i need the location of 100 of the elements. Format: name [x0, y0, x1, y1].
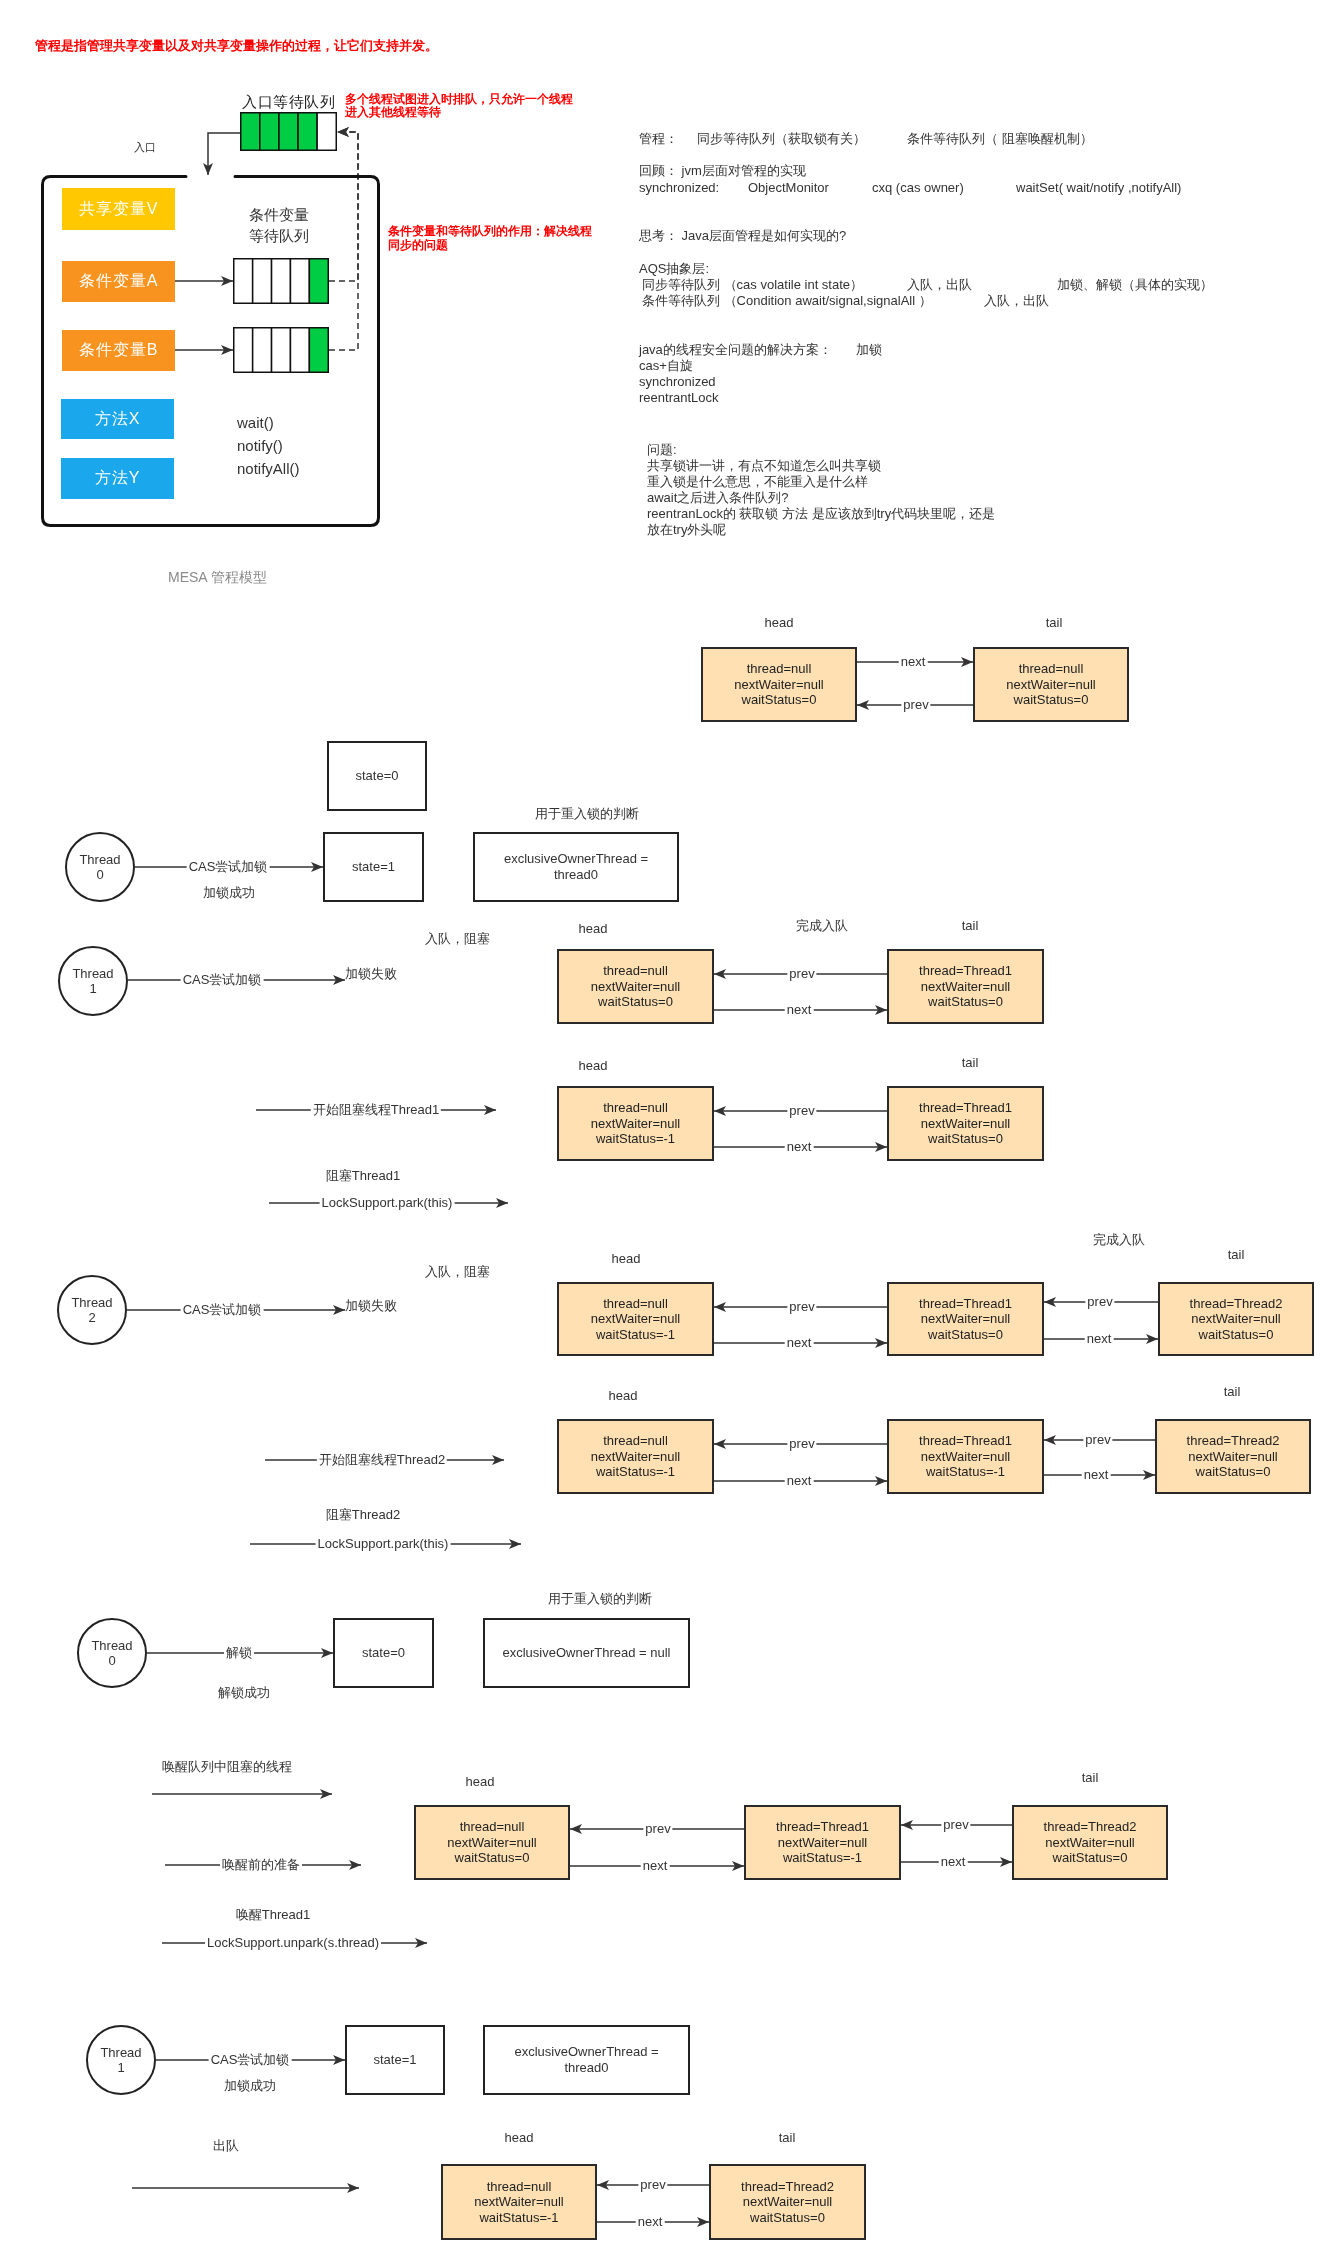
field-text: nextWaiter=null [590, 1115, 681, 1132]
pointer-label: head [504, 2130, 534, 2146]
note-text: AQS抽象层: [639, 261, 710, 277]
field-text: nextWaiter=null [742, 2194, 833, 2210]
annotation-text: 条件变量和等待队列的作用：解决线程同步的问题 [388, 225, 593, 252]
note-text: cas+自旋 [639, 358, 693, 374]
note-text: reentranLock的 获取锁 方法 是应该放到try代码块里呢，还是放在try外头呢 [647, 506, 997, 538]
step-text: 唤醒队列中阻塞的线程 [162, 1759, 292, 1775]
note-text: 问题: [647, 442, 677, 458]
step-text: 出队 [213, 2138, 239, 2154]
list-node-box [557, 949, 714, 1024]
field-text: waitStatus=0 [928, 1131, 1003, 1147]
note-text: 加锁 [856, 342, 882, 358]
field-text: waitStatus=0 [1052, 1850, 1128, 1866]
list-node-box [557, 1282, 714, 1356]
field-text: waitStatus=0 [454, 1850, 530, 1866]
owner-box: exclusiveOwnerThread = thread0 [473, 832, 679, 902]
field-text: nextWaiter=null [920, 1311, 1011, 1327]
field-text: waitStatus=0 [1198, 1326, 1274, 1343]
note-text: 共享锁讲一讲，有点不知道怎么叫共享锁 [647, 458, 881, 474]
field-text: nextWaiter=null [920, 1448, 1011, 1465]
thread-circle: Thread 0 [65, 832, 135, 902]
note-text: 用于重入锁的判断 [535, 806, 639, 822]
field-text: nextWaiter=null [1045, 1834, 1135, 1851]
arrow [328, 127, 359, 351]
step-text: 阻塞Thread1 [325, 1168, 401, 1184]
list-node-box [887, 949, 1044, 1024]
list-node-box [887, 1419, 1044, 1494]
pointer-label: head [578, 921, 608, 937]
field-text: thread=null [459, 1819, 525, 1835]
arrow-label: 开始阻塞线程Thread1 [310, 1102, 442, 1118]
field-text: thread=null [603, 963, 668, 979]
field-text: waitStatus=-1 [925, 1464, 1006, 1480]
field-text: thread=Thread1 [919, 1433, 1012, 1449]
status-text: 加锁失败 [345, 966, 397, 982]
arrow [203, 132, 241, 176]
field-text: nextWaiter=null [920, 978, 1011, 995]
list-node-box [887, 1282, 1044, 1356]
field-text: thread=null [746, 661, 812, 677]
variable-box: 条件变量B [62, 330, 175, 371]
field-text: thread=Thread2 [741, 2178, 834, 2195]
caption-text: MESA 管程模型 [168, 568, 267, 586]
field-text: waitStatus=0 [1195, 1464, 1271, 1480]
edge-label: 解锁 [224, 1645, 254, 1661]
annotation-text: 多个线程试图进入时排队，只允许一个线程进入其他线程等待 [345, 93, 574, 119]
state-box: state=0 [327, 741, 427, 811]
field-text: waitStatus=0 [598, 994, 673, 1010]
queue-title: 入口等待队列 [241, 93, 336, 111]
arrow-label: LockSupport.unpark(s.thread) [205, 1935, 381, 1951]
field-text: thread=null [603, 1433, 668, 1449]
note-text: reentrantLock [639, 390, 719, 406]
arrow-label: LockSupport.park(this) [319, 1195, 455, 1211]
field-text: nextWaiter=null [590, 1311, 681, 1327]
owner-box: exclusiveOwnerThread = null [483, 1618, 690, 1688]
note-text: 管程： [639, 131, 678, 147]
list-node-box [1155, 1419, 1311, 1494]
pointer-label: head [764, 615, 794, 631]
note-text: synchronized [639, 374, 716, 390]
pointer-label: head [608, 1388, 638, 1404]
status-text: 加锁失败 [345, 1298, 397, 1314]
state-box: state=1 [323, 832, 424, 902]
field-text: waitStatus=-1 [595, 1131, 676, 1147]
variable-box: 条件变量A [62, 261, 175, 302]
method-box: 方法X [61, 399, 174, 439]
owner-box: exclusiveOwnerThread = thread0 [483, 2025, 690, 2095]
note-text: 同步等待队列（获取锁有关） [697, 131, 866, 147]
method-call-text: notify() [237, 436, 283, 456]
list-node-box [887, 1086, 1044, 1161]
field-text: waitStatus=0 [1013, 692, 1089, 708]
pointer-label: tail [961, 1055, 979, 1071]
edge-label: CAS尝试加锁 [186, 859, 270, 875]
note-text: cxq (cas owner) [872, 180, 964, 196]
pointer-label: tail [1081, 1770, 1099, 1786]
field-text: nextWaiter=null [1006, 676, 1096, 693]
state-box: state=1 [345, 2025, 445, 2095]
result-text: 加锁成功 [203, 885, 255, 901]
field-text: nextWaiter=null [1191, 1311, 1281, 1327]
note-text: 条件等待队列（ 阻塞唤醒机制） [907, 131, 1093, 147]
note-text: 条件等待队列 （Condition await/signal,signalAll ） [642, 293, 932, 309]
thread-circle: Thread 2 [57, 1275, 127, 1345]
arrow [174, 276, 234, 286]
field-text: nextWaiter=null [474, 2194, 564, 2210]
field-text: thread=null [486, 2178, 552, 2195]
entry-label: 入口 [134, 140, 156, 155]
note-text: 完成入队 [1093, 1232, 1145, 1248]
field-text: waitStatus=0 [750, 2209, 825, 2226]
field-text: waitStatus=-1 [595, 1326, 676, 1343]
method-call-text: notifyAll() [237, 459, 300, 479]
field-text: waitStatus=0 [741, 692, 817, 708]
list-node-box [557, 1419, 714, 1494]
arrow [174, 345, 234, 355]
field-text: thread=null [603, 1100, 668, 1116]
result-text: 解锁成功 [218, 1685, 270, 1701]
list-node-box [701, 647, 857, 722]
result-text: 加锁成功 [224, 2078, 276, 2094]
list-node-box [414, 1805, 570, 1880]
note-text: 入队，出队 [907, 277, 972, 293]
field-text: thread=Thread2 [1186, 1433, 1280, 1449]
field-text: nextWaiter=null [734, 676, 824, 693]
field-text: nextWaiter=null [777, 1834, 868, 1851]
